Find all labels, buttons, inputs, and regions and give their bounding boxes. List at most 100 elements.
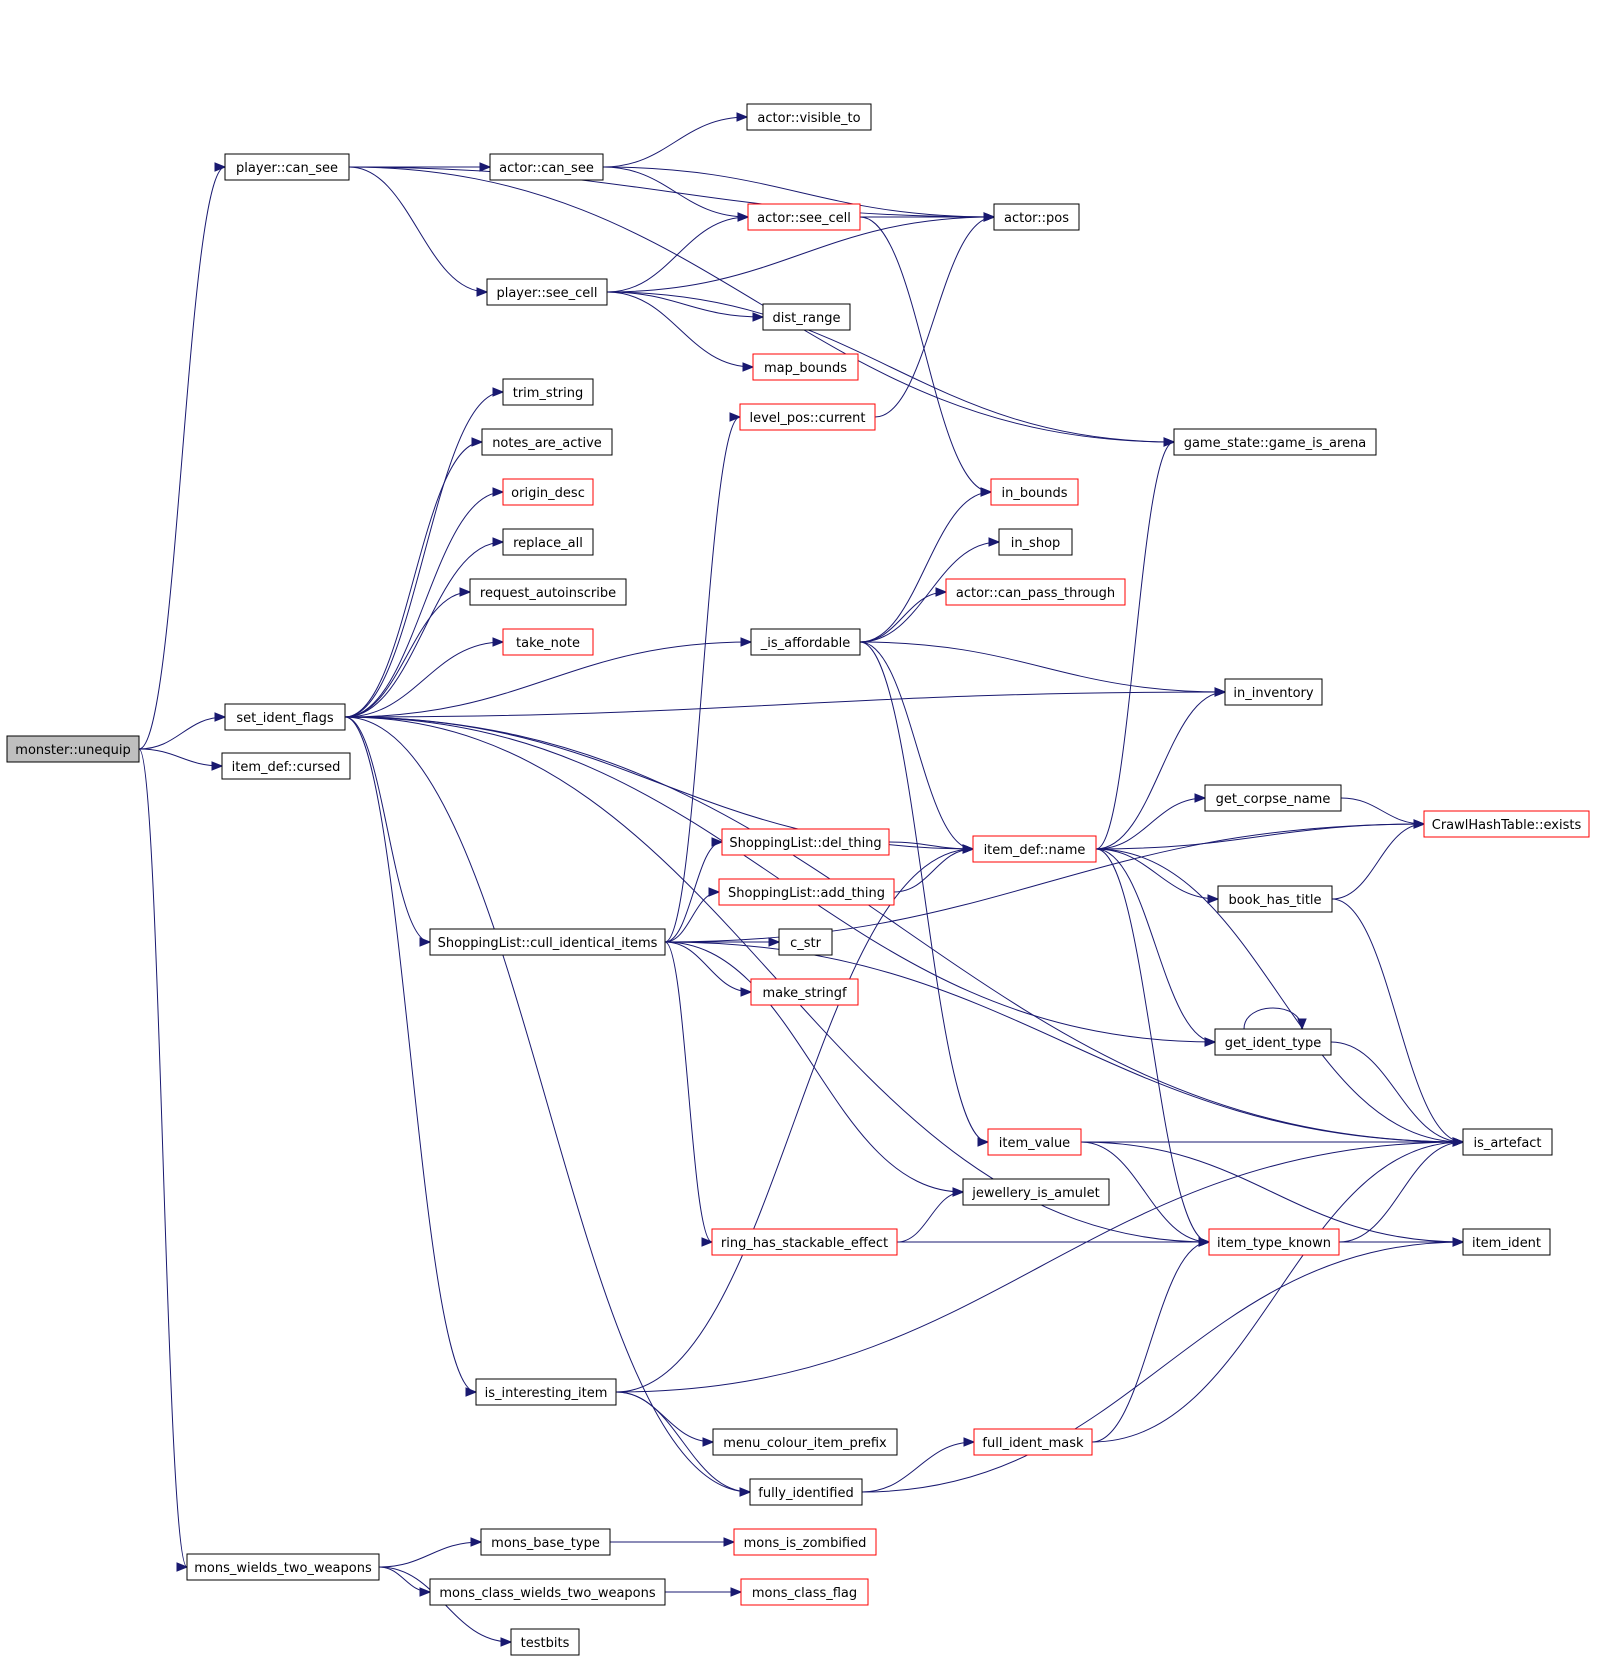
node-label: actor::can_see — [499, 161, 594, 176]
call-edge — [344, 716, 432, 947]
arrowhead — [419, 937, 432, 947]
node-level-pos-current[interactable]: level_pos::current — [739, 403, 876, 431]
call-edge — [1243, 1007, 1307, 1031]
node-c-str[interactable]: c_str — [778, 928, 833, 956]
node-jewellery-is-amulet[interactable]: jewellery_is_amulet — [962, 1178, 1110, 1206]
node-request-autoinscribe[interactable]: request_autoinscribe — [469, 578, 627, 606]
call-edge — [348, 166, 996, 222]
node-label: in_shop — [1011, 536, 1061, 551]
call-edge — [348, 166, 489, 297]
arrowhead — [470, 1537, 483, 1547]
call-edge — [859, 641, 1227, 697]
node-get-ident-type[interactable]: get_ident_type — [1214, 1028, 1332, 1056]
node-label: CrawlHashTable::exists — [1432, 818, 1582, 833]
node-is-affordable[interactable]: _is_affordable — [750, 628, 861, 656]
arrowhead — [1413, 819, 1426, 829]
arrowhead — [711, 837, 724, 847]
node-set-ident-flags[interactable]: set_ident_flags — [224, 703, 346, 731]
node-in-inventory[interactable]: in_inventory — [1224, 678, 1323, 706]
node-label: monster::unequip — [15, 743, 130, 758]
node-box — [1173, 428, 1377, 456]
arrowhead — [492, 637, 505, 647]
call-edge — [665, 1587, 743, 1597]
node-mons-class-wields-two-weapons[interactable]: mons_class_wields_two_weapons — [429, 1578, 666, 1606]
node-menu-colour-item-prefix[interactable]: menu_colour_item_prefix — [712, 1428, 898, 1456]
node-fully-identified[interactable]: fully_identified — [749, 1478, 863, 1506]
arrowhead — [723, 1537, 736, 1547]
node-mons-wields-two-weapons[interactable]: mons_wields_two_weapons — [186, 1553, 380, 1581]
node-map-bounds[interactable]: map_bounds — [752, 353, 859, 381]
node-actor-can-see[interactable]: actor::can_see — [489, 153, 604, 181]
node-actor-visible-to[interactable]: actor::visible_to — [746, 103, 872, 131]
node-shoppinglist-add-thing[interactable]: ShoppingList::add_thing — [718, 878, 895, 906]
node-take-note[interactable]: take_note — [502, 628, 594, 656]
node-label: get_ident_type — [1225, 1036, 1322, 1051]
node-label: book_has_title — [1228, 893, 1321, 908]
node-testbits[interactable]: testbits — [510, 1628, 580, 1656]
arrowhead — [742, 362, 755, 372]
node-trim-string[interactable]: trim_string — [502, 378, 594, 406]
node-mons-class-flag[interactable]: mons_class_flag — [740, 1578, 869, 1606]
node-ring-has-stackable-effect[interactable]: ring_has_stackable_effect — [711, 1228, 898, 1256]
node-get-corpse-name[interactable]: get_corpse_name — [1204, 784, 1342, 812]
node-box — [481, 428, 613, 456]
node-label: actor::see_cell — [757, 211, 851, 226]
node-label: notes_are_active — [492, 436, 602, 451]
node-replace-all[interactable]: replace_all — [502, 528, 594, 556]
node-in-shop[interactable]: in_shop — [998, 528, 1073, 556]
node-player-can-see[interactable]: player::can_see — [224, 153, 350, 181]
call-edge — [344, 537, 505, 718]
node-full-ident-mask[interactable]: full_ident_mask — [973, 1428, 1093, 1456]
node-label: c_str — [790, 936, 822, 951]
node-shoppinglist-del-thing[interactable]: ShoppingList::del_thing — [721, 828, 890, 856]
node-box — [993, 203, 1080, 231]
node-crawlhashtable-exists[interactable]: CrawlHashTable::exists — [1423, 810, 1590, 838]
node-player-see-cell[interactable]: player::see_cell — [486, 278, 608, 306]
arrowhead — [740, 987, 753, 997]
call-edge — [609, 1537, 736, 1547]
call-edge — [344, 716, 478, 1397]
node-actor-see-cell[interactable]: actor::see_cell — [747, 203, 861, 231]
call-edge — [138, 748, 189, 1572]
node-box — [1204, 784, 1342, 812]
node-shoppinglist-cull-identical-items[interactable]: ShoppingList::cull_identical_items — [429, 928, 666, 956]
node-is-artefact[interactable]: is_artefact — [1462, 1128, 1553, 1156]
arrowhead — [983, 212, 996, 222]
node-mons-base-type[interactable]: mons_base_type — [480, 1528, 611, 1556]
node-box — [712, 1428, 898, 1456]
call-edge — [1340, 797, 1426, 829]
node-box — [778, 928, 833, 956]
node-box — [502, 478, 594, 506]
node-origin-desc[interactable]: origin_desc — [502, 478, 594, 506]
node-item-type-known[interactable]: item_type_known — [1208, 1228, 1340, 1256]
node-is-interesting-item[interactable]: is_interesting_item — [475, 1378, 617, 1406]
node-label: menu_colour_item_prefix — [723, 1436, 887, 1451]
node-label: player::can_see — [236, 161, 338, 176]
node-actor-can-pass-through[interactable]: actor::can_pass_through — [945, 578, 1126, 606]
node-box — [489, 153, 604, 181]
call-edge — [138, 712, 227, 750]
node-item-value[interactable]: item_value — [987, 1128, 1082, 1156]
call-edge — [606, 212, 750, 293]
node-mons-is-zombified[interactable]: mons_is_zombified — [733, 1528, 877, 1556]
node-item-ident[interactable]: item_ident — [1462, 1228, 1551, 1256]
node-box — [987, 1128, 1082, 1156]
node-in-bounds[interactable]: in_bounds — [990, 478, 1079, 506]
call-edge — [1095, 793, 1207, 850]
node-item-def-cursed[interactable]: item_def::cursed — [221, 752, 351, 780]
node-actor-pos[interactable]: actor::pos — [993, 203, 1080, 231]
call-edge — [664, 941, 714, 1247]
node-book-has-title[interactable]: book_has_title — [1217, 885, 1333, 913]
node-monster-unequip[interactable]: monster::unequip — [6, 735, 140, 763]
node-label: mons_class_flag — [752, 1586, 857, 1601]
node-box — [1423, 810, 1590, 838]
node-box — [475, 1378, 617, 1406]
node-item-def-name[interactable]: item_def::name — [972, 835, 1097, 863]
node-dist-range[interactable]: dist_range — [762, 303, 851, 331]
node-box — [718, 878, 895, 906]
node-make-stringf[interactable]: make_stringf — [750, 978, 859, 1006]
call-edge — [344, 387, 505, 718]
node-notes-are-active[interactable]: notes_are_active — [481, 428, 613, 456]
node-game-state-game-is-arena[interactable]: game_state::game_is_arena — [1173, 428, 1377, 456]
node-box — [721, 828, 890, 856]
